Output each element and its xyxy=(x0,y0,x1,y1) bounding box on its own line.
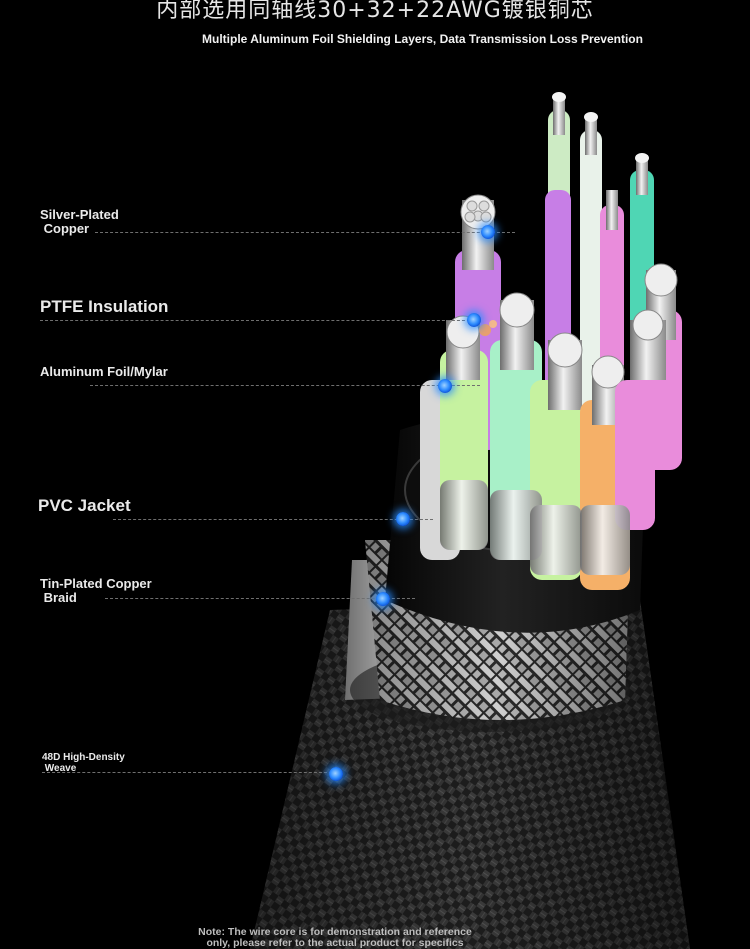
marker-dot-48d-high-density-weave xyxy=(329,767,343,781)
callout-leader-line xyxy=(113,519,433,520)
callout-leader-line xyxy=(42,772,332,773)
footer-note-line1: Note: The wire core is for demonstration… xyxy=(198,926,472,938)
callout-leader-line xyxy=(40,320,470,321)
footer-note: Note: The wire core is for demonstration… xyxy=(0,926,670,949)
header-title-cn: 内部选用同轴线30+32+22AWG镀银铜芯 xyxy=(156,0,594,23)
marker-dot-tin-plated-copper-braid xyxy=(376,592,390,606)
callout-label: Aluminum Foil/Mylar xyxy=(40,364,168,379)
callout-label: PTFE Insulation xyxy=(40,297,169,316)
marker-dot-aluminum-foil-mylar xyxy=(438,379,452,393)
header-subtitle: Multiple Aluminum Foil Shielding Layers,… xyxy=(202,32,643,46)
callout-leader-line xyxy=(105,598,415,599)
callout-leader-line xyxy=(95,232,515,233)
marker-dot-ptfe-insulation xyxy=(467,313,481,327)
callout-label: Silver-Plated Copper xyxy=(40,207,119,237)
marker-dot-silver-plated-copper xyxy=(481,225,495,239)
callout-label: PVC Jacket xyxy=(38,496,131,515)
callout-label: Tin-Plated Copper Braid xyxy=(40,576,152,606)
callout-leader-line xyxy=(90,385,480,386)
callout-label: 48D High-Density Weave xyxy=(42,752,125,774)
marker-dot-pvc-jacket xyxy=(396,512,410,526)
footer-note-line2: only, please refer to the actual product… xyxy=(206,937,464,949)
